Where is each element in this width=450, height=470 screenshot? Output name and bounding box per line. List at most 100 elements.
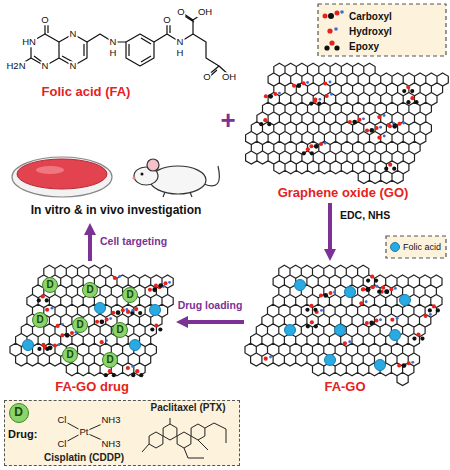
hex-lattice [10, 265, 173, 376]
functional-group-dot [121, 308, 125, 312]
drug-dot [43, 278, 58, 293]
functional-group-dot [379, 126, 382, 129]
functional-group-dot [392, 167, 396, 171]
drug-badge-label: D [106, 355, 113, 365]
functional-group-dot [365, 128, 369, 132]
functional-group-dot [58, 343, 61, 346]
flow-arrow [188, 320, 244, 324]
folic-acid-dot [390, 330, 401, 341]
functional-group-dot [154, 284, 158, 288]
folic-acid-dot [400, 295, 411, 306]
petri-dish [12, 157, 112, 197]
node-label: D [14, 406, 23, 420]
mouse [147, 159, 159, 171]
functional-group-dot [429, 313, 432, 316]
functional-group-dot [411, 361, 414, 364]
functional-group-dot [416, 332, 420, 336]
functional-group-dot [60, 333, 64, 337]
petri-dish [17, 159, 107, 189]
functional-group-dot [134, 307, 138, 311]
functional-group-dot [154, 323, 158, 327]
atom-dot [328, 13, 334, 19]
functional-group-dot [99, 319, 104, 324]
functional-group-dot [314, 144, 319, 149]
functional-group-dot [158, 327, 162, 331]
flow-arrow [328, 203, 332, 249]
functional-group-dot [292, 84, 296, 88]
drug-badge-label: D [86, 285, 93, 295]
drug-badge-label: D [36, 315, 43, 325]
mouse [204, 166, 219, 186]
functional-group-dot [109, 317, 112, 320]
paclitaxel-chain [142, 418, 226, 458]
functional-group-dot [268, 94, 273, 99]
functional-group-dot [389, 287, 393, 291]
functional-group-dot [375, 126, 379, 130]
functional-group-dot [150, 327, 154, 331]
drug-structures [62, 418, 226, 458]
mouse [132, 159, 219, 197]
functional-group-dot [325, 94, 329, 98]
functional-group-dot [158, 283, 163, 288]
functional-group-dot [306, 81, 309, 84]
functional-group-dot [392, 124, 397, 129]
functional-group-dot [323, 293, 328, 298]
functional-group-dot [375, 285, 378, 288]
functional-group-dot [278, 92, 281, 95]
functional-group-dot [126, 366, 130, 370]
functional-group-dot [410, 96, 414, 100]
drug-dot [83, 283, 98, 298]
functional-group-dot [329, 80, 332, 83]
folic-acid-dot [335, 325, 346, 336]
drug-dot [63, 348, 78, 363]
functional-group-dot [428, 308, 432, 312]
assay-figure: In vitro & in vivo investigation [8, 140, 226, 222]
functional-group-dot [37, 298, 41, 302]
functional-group-dot [385, 290, 389, 294]
folic-acid-dot [325, 355, 336, 366]
functional-group-dot [348, 120, 352, 124]
legend-label: Hydroxyl [349, 26, 392, 37]
functional-group-dot [412, 336, 416, 340]
atom-label: O [176, 7, 185, 17]
functional-group-dot [310, 320, 314, 324]
legend-frame [318, 4, 446, 258]
legend-swatch [390, 242, 400, 252]
legend-icon [322, 25, 346, 37]
folic-acid-bonds [126, 34, 154, 66]
functional-group-dot [113, 276, 117, 280]
functional-group-dot [314, 324, 318, 328]
node-label: FA-GO [324, 380, 365, 395]
functional-group-dot [366, 279, 370, 283]
folic-acid-dot [285, 325, 296, 336]
functional-group-dot [406, 100, 410, 104]
functional-group-dot [56, 324, 60, 328]
atom-dot [323, 14, 328, 19]
functional-group-dot [135, 369, 139, 373]
functional-group-dot [366, 287, 371, 292]
functional-group-dot [269, 356, 272, 359]
functional-group-dot [379, 318, 382, 321]
functional-group-dot [396, 317, 399, 320]
functional-group-dot [414, 100, 418, 104]
functional-group-dot [318, 98, 321, 101]
functional-group-dot [309, 102, 313, 106]
atom-label: OH [221, 72, 237, 82]
functional-group-dot [407, 361, 411, 365]
legend-label: Carboxyl [349, 11, 392, 22]
legend-entry: Carboxyl [322, 10, 392, 22]
functional-group-dot [125, 308, 128, 311]
functional-group-dot [111, 311, 115, 315]
functional-group-dot [138, 311, 142, 315]
functional-group-dot [365, 287, 370, 292]
graphene-sheet [245, 265, 442, 385]
atom-label: N [109, 37, 118, 47]
node-label: Paclitaxel (PTX) [150, 402, 225, 414]
functional-group-dot [41, 343, 45, 347]
atom-dot [334, 45, 339, 50]
paclitaxel-ring [163, 424, 177, 440]
functional-group-dot [305, 308, 309, 312]
atom-label: Cl [57, 415, 68, 425]
functional-group-dot [45, 308, 49, 312]
sheet-figure: FA-GO drug [10, 262, 175, 398]
